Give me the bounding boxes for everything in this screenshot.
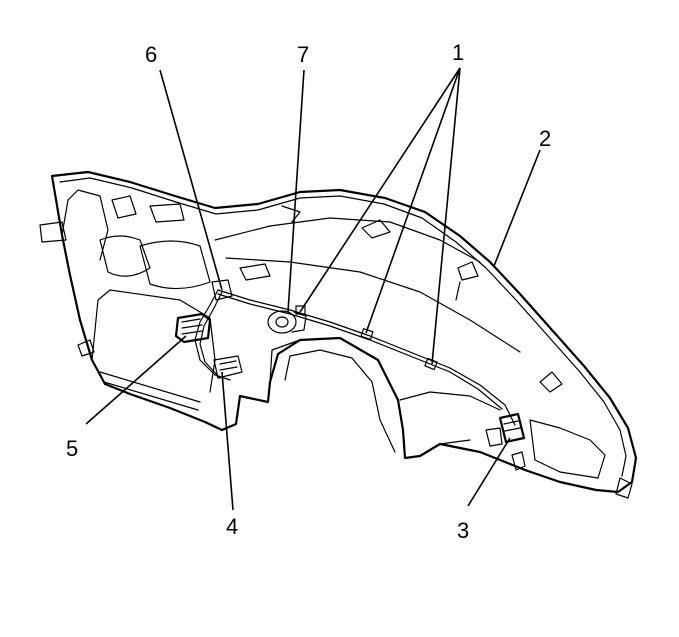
callout-2: 2 [539,126,551,151]
wiring-harness [194,289,516,426]
instrument-panel-body [39,170,638,499]
connector-4 [213,355,243,379]
callout-6: 6 [145,42,157,67]
connector-3 [485,412,526,447]
callout-5: 5 [66,436,78,461]
connector-5 [174,312,212,344]
callout-4: 4 [226,514,238,539]
callout-7: 7 [297,42,309,67]
connector-6 [211,279,233,301]
callout-3: 3 [457,518,469,543]
component-7 [267,310,307,334]
leader-lines [85,67,541,511]
callout-1: 1 [452,40,464,65]
